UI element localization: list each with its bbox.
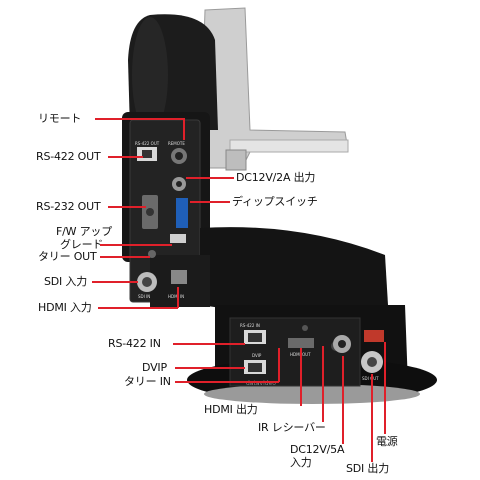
datavideo-logo: datavideo (246, 380, 276, 387)
leader-line (190, 201, 230, 203)
leader-line (186, 177, 234, 179)
panel-label-dvip: DVIP (252, 353, 262, 358)
leader-line (371, 374, 373, 462)
leader-line (92, 281, 138, 283)
leader-line (100, 256, 150, 258)
label-dc12v-5a-in-line1: DC12V/5A (290, 443, 345, 456)
label-tally-out: タリー OUT (38, 250, 97, 263)
panel-label-rs422-out: RS-422 OUT (135, 141, 160, 146)
leader-line (177, 287, 179, 308)
leader-line (108, 206, 146, 208)
panel-label-rs422-in: RS-422 IN (240, 323, 260, 328)
leader-line (342, 356, 344, 444)
label-rs422-out: RS-422 OUT (36, 150, 101, 163)
label-sdi-in: SDI 入力 (44, 275, 87, 288)
panel-label-hdmi-in: HDMI IN (168, 294, 184, 299)
leader-line (100, 244, 172, 246)
label-rs232-out: RS-232 OUT (36, 200, 101, 213)
label-hdmi-out: HDMI 出力 (204, 403, 258, 416)
label-dvip: DVIP (142, 361, 167, 374)
label-hdmi-in: HDMI 入力 (38, 301, 92, 314)
panel-label-sdi-in: SDI IN (138, 294, 150, 299)
label-remote: リモート (38, 112, 82, 125)
leader-line (278, 348, 280, 382)
leader-line (183, 118, 185, 140)
leader-line (300, 348, 302, 406)
label-ir-receiver: IR レシーバー (258, 421, 326, 434)
label-rs422-in: RS-422 IN (108, 337, 161, 350)
panel-label-sdi-out: SDI OUT (362, 376, 379, 381)
leader-line (108, 156, 143, 158)
label-power: 電源 (376, 435, 398, 448)
leader-line (384, 342, 386, 434)
label-dc12v-2a-out: DC12V/2A 出力 (236, 171, 316, 184)
leader-line (95, 118, 185, 120)
leader-line (173, 343, 245, 345)
label-tally-in: タリー IN (124, 375, 171, 388)
label-dc12v-5a-in-line2: 入力 (290, 456, 312, 469)
panel-label-remote: REMOTE (168, 141, 185, 146)
leader-line (98, 307, 178, 309)
label-sdi-out: SDI 出力 (346, 462, 389, 475)
leader-line (322, 346, 324, 422)
label-fw-upgrade-line2: グレード (60, 238, 104, 251)
leader-line (175, 367, 245, 369)
label-fw-upgrade-line1: F/W アップ (56, 225, 113, 238)
label-dip-switch: ディップスイッチ (232, 195, 318, 208)
leader-line (175, 381, 279, 383)
